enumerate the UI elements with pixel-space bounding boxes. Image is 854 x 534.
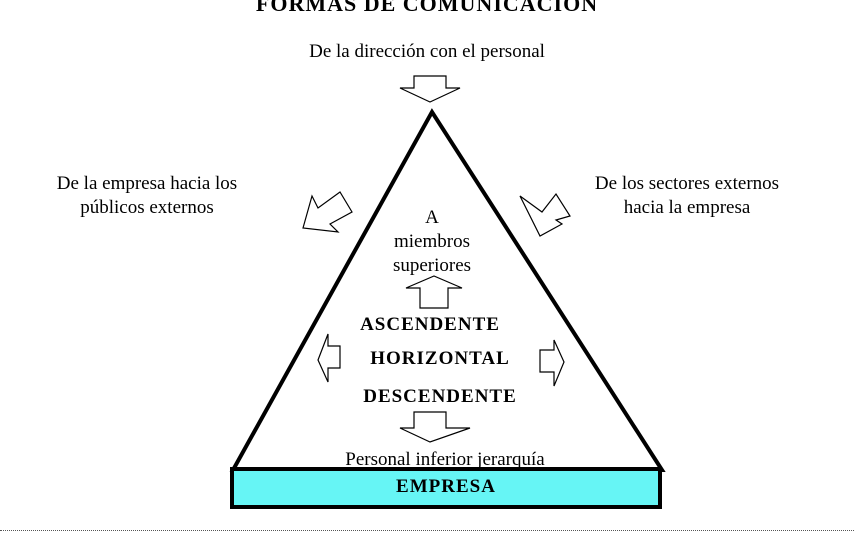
left-label-line1: De la empresa hacia los xyxy=(56,173,238,194)
inner-top-label: A miembros superiores xyxy=(362,206,502,278)
inner-right-arrow xyxy=(539,339,565,387)
right-label: De los sectores externos hacia la empres… xyxy=(560,172,814,220)
horizontal-label: HORIZONTAL xyxy=(370,348,510,369)
bottom-label: Personal inferior jerarquía xyxy=(345,449,545,470)
right-label-line2: hacia la empresa xyxy=(623,197,751,218)
top-down-arrow xyxy=(399,75,461,103)
left-outward-arrow xyxy=(302,191,353,233)
inner-top-line2: miembros xyxy=(394,231,470,252)
ascendente-label: ASCENDENTE xyxy=(360,314,500,335)
inner-top-line1: A xyxy=(425,207,439,228)
top-label: De la dirección con el personal xyxy=(309,41,545,62)
right-inward-arrow xyxy=(519,192,571,237)
empresa-base xyxy=(230,467,662,509)
right-label-line1: De los sectores externos xyxy=(594,173,780,194)
inner-down-arrow xyxy=(399,411,471,443)
descendente-label: DESCENDENTE xyxy=(363,386,517,407)
left-label-line2: públicos externos xyxy=(80,197,214,218)
inner-top-line3: superiores xyxy=(392,255,472,276)
inner-up-arrow xyxy=(405,275,463,309)
empresa-label: EMPRESA xyxy=(396,476,496,497)
left-label: De la empresa hacia los públicos externo… xyxy=(20,172,274,220)
inner-left-arrow xyxy=(317,333,341,383)
bottom-divider xyxy=(0,530,854,531)
diagram-title: FORMAS DE COMUNICACIÓN xyxy=(255,0,599,16)
